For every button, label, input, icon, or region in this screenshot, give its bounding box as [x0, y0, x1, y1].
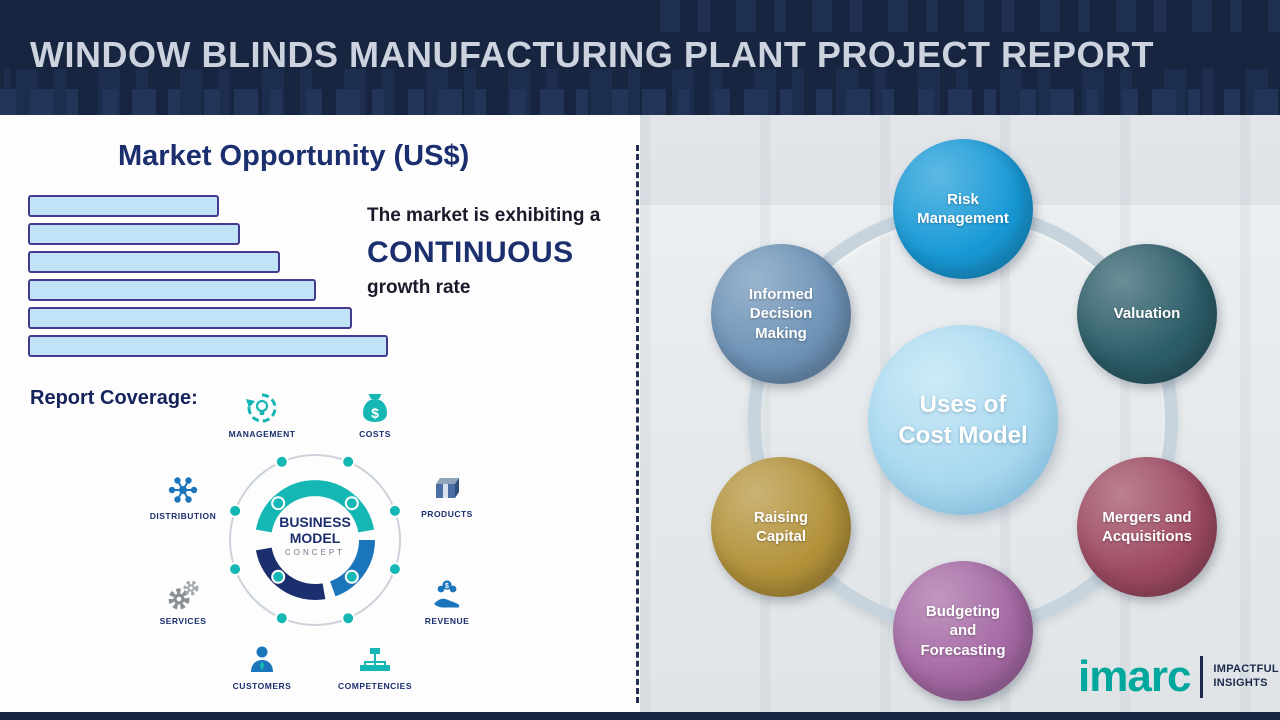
- node-raising-capital-label: Raising Capital: [753, 508, 809, 546]
- money-bag-icon: $: [363, 394, 387, 422]
- bar: [28, 279, 316, 301]
- imarc-logo: imarc IMPACTFUL INSIGHTS: [1078, 655, 1279, 699]
- person-icon: [251, 646, 273, 672]
- market-text-continuous: CONTINUOUS: [367, 236, 574, 269]
- bar: [28, 195, 219, 217]
- imarc-tagline-line1: IMPACTFUL: [1213, 663, 1279, 676]
- market-growth-text: The market is exhibiting a CONTINUOUS gr…: [367, 205, 632, 299]
- business-model-center-label: BUSINESS MODEL CONCEPT: [259, 514, 371, 557]
- market-text-line3: growth rate: [367, 277, 471, 298]
- bm-label-management: MANAGEMENT: [228, 429, 296, 439]
- node-risk-management: Risk Management: [893, 139, 1033, 279]
- cost-model-center-line1: Uses of: [919, 390, 1007, 418]
- imarc-tagline: IMPACTFUL INSIGHTS: [1213, 663, 1278, 691]
- report-coverage-label: Report Coverage:: [30, 387, 198, 409]
- city-skyline: [0, 63, 1280, 115]
- bm-item-competencies: COMPETENCIES: [320, 642, 430, 691]
- node-valuation: Valuation: [1077, 244, 1217, 384]
- imarc-wordmark: imarc: [1078, 652, 1191, 701]
- bm-item-management: MANAGEMENT: [207, 390, 317, 439]
- org-chart-icon: [360, 648, 390, 671]
- market-opportunity-title: Market Opportunity (US$): [118, 140, 470, 172]
- node-raising-capital: Raising Capital: [711, 457, 851, 597]
- bm-label-services: SERVICES: [159, 616, 207, 626]
- node-valuation-label: Valuation: [1113, 305, 1181, 323]
- header: WINDOW BLINDS MANUFACTURING PLANT PROJEC…: [0, 0, 1280, 115]
- node-informed-decision-making: Informed Decision Making: [711, 244, 851, 384]
- node-risk-management-label: Risk Management: [917, 190, 1009, 228]
- cost-model-center-line2: Cost Model: [898, 422, 1028, 449]
- bm-label-revenue: REVENUE: [424, 616, 470, 626]
- bm-label-customers: CUSTOMERS: [232, 681, 292, 691]
- svg-text:$: $: [445, 583, 449, 590]
- bm-item-distribution: DISTRIBUTION: [128, 472, 238, 521]
- bottom-strip: [0, 712, 1280, 720]
- city-skyline-top: [660, 0, 1280, 32]
- logo-divider: [1200, 656, 1204, 698]
- network-icon: [168, 477, 198, 503]
- node-budgeting-forecasting-label: Budgeting and Forecasting: [920, 602, 1006, 659]
- report-title: WINDOW BLINDS MANUFACTURING PLANT PROJEC…: [30, 34, 1154, 75]
- bm-label-distribution: DISTRIBUTION: [149, 511, 217, 521]
- bar: [28, 251, 280, 273]
- svg-text:$: $: [371, 405, 379, 421]
- product-box-icon: [436, 478, 459, 498]
- business-model-ring: [228, 454, 402, 626]
- bm-item-services: SERVICES: [128, 577, 238, 626]
- node-budgeting-forecasting: Budgeting and Forecasting: [893, 561, 1033, 701]
- bar: [28, 307, 352, 329]
- bm-item-revenue: $ REVENUE: [392, 577, 502, 626]
- node-informed-decision-making-label: Informed Decision Making: [748, 285, 814, 342]
- bm-center-line2: MODEL: [289, 530, 341, 547]
- bm-item-costs: $ COSTS: [320, 390, 430, 439]
- cost-model-center: Uses of Cost Model: [868, 325, 1058, 515]
- bar-chart: [28, 195, 388, 363]
- bm-center-line3: CONCEPT: [284, 548, 346, 558]
- bm-center-line1: BUSINESS: [279, 514, 351, 530]
- bm-label-competencies: COMPETENCIES: [337, 681, 412, 691]
- management-cycle-icon: [246, 393, 277, 423]
- market-text-line1: The market is exhibiting a: [367, 205, 601, 226]
- bm-label-costs: COSTS: [359, 429, 391, 439]
- hand-money-icon: $: [434, 580, 460, 608]
- bar: [28, 223, 240, 245]
- bar: [28, 335, 388, 357]
- node-mergers-acquisitions: Mergers and Acquisitions: [1077, 457, 1217, 597]
- bm-item-products: PRODUCTS: [392, 470, 502, 519]
- gears-icon: [168, 580, 199, 610]
- vertical-divider: [636, 145, 639, 703]
- node-mergers-acquisitions-label: Mergers and Acquisitions: [1101, 508, 1192, 546]
- imarc-tagline-line2: INSIGHTS: [1213, 677, 1268, 689]
- market-opportunity-panel: Market Opportunity (US$) The market is e…: [0, 115, 640, 712]
- bm-label-products: PRODUCTS: [421, 509, 473, 519]
- bm-item-customers: CUSTOMERS: [207, 642, 317, 691]
- cost-model-panel: Risk Management Valuation Mergers and Ac…: [640, 115, 1280, 712]
